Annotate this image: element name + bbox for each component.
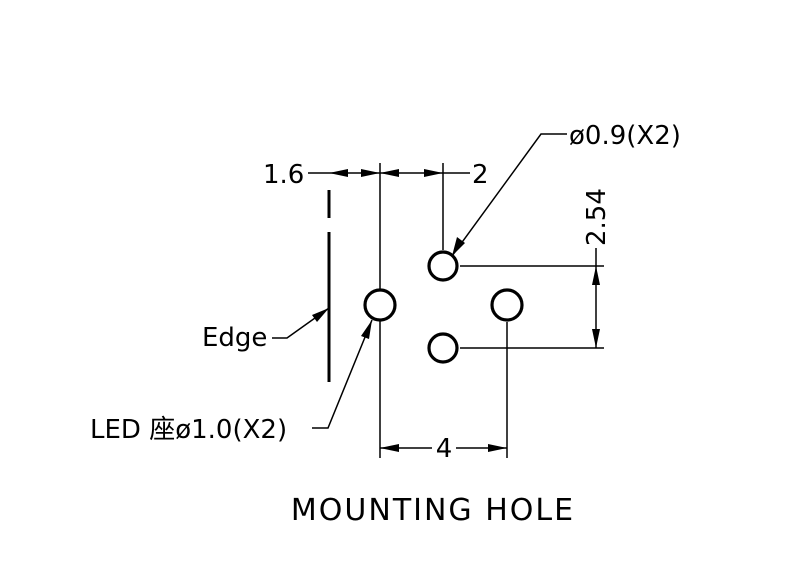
dim-2-54-label: 2.54	[582, 188, 612, 246]
small-hole-callout: ø0.9(X2)	[569, 121, 681, 151]
led-hole-right	[490, 288, 524, 322]
small-hole-leader	[451, 133, 567, 257]
arrow-1-6-right	[361, 169, 380, 177]
arrow-2-right	[424, 169, 443, 177]
arrow-2-54-top	[592, 266, 600, 285]
edge-leader-arrow	[312, 308, 329, 322]
arrow-2-left	[380, 169, 399, 177]
led-hole-callout: LED 座ø1.0(X2)	[90, 415, 287, 445]
edge-label: Edge	[202, 323, 267, 353]
small-hole-bottom	[427, 332, 459, 364]
small-hole-leader-arrow	[452, 237, 465, 256]
arrow-4-right	[488, 444, 507, 452]
led-hole-left	[363, 288, 397, 322]
dim-2-label: 2	[472, 160, 489, 190]
small-hole-top	[427, 250, 459, 282]
dim-4-label: 4	[436, 434, 453, 464]
dim-1-6-label: 1.6	[263, 160, 304, 190]
arrow-1-6-left	[329, 169, 348, 177]
led-hole-leader	[312, 319, 373, 429]
arrow-4-left	[380, 444, 399, 452]
led-hole-leader-arrow	[361, 320, 372, 339]
drawing-title: MOUNTING HOLE	[291, 493, 575, 528]
arrow-2-54-bottom	[592, 329, 600, 348]
